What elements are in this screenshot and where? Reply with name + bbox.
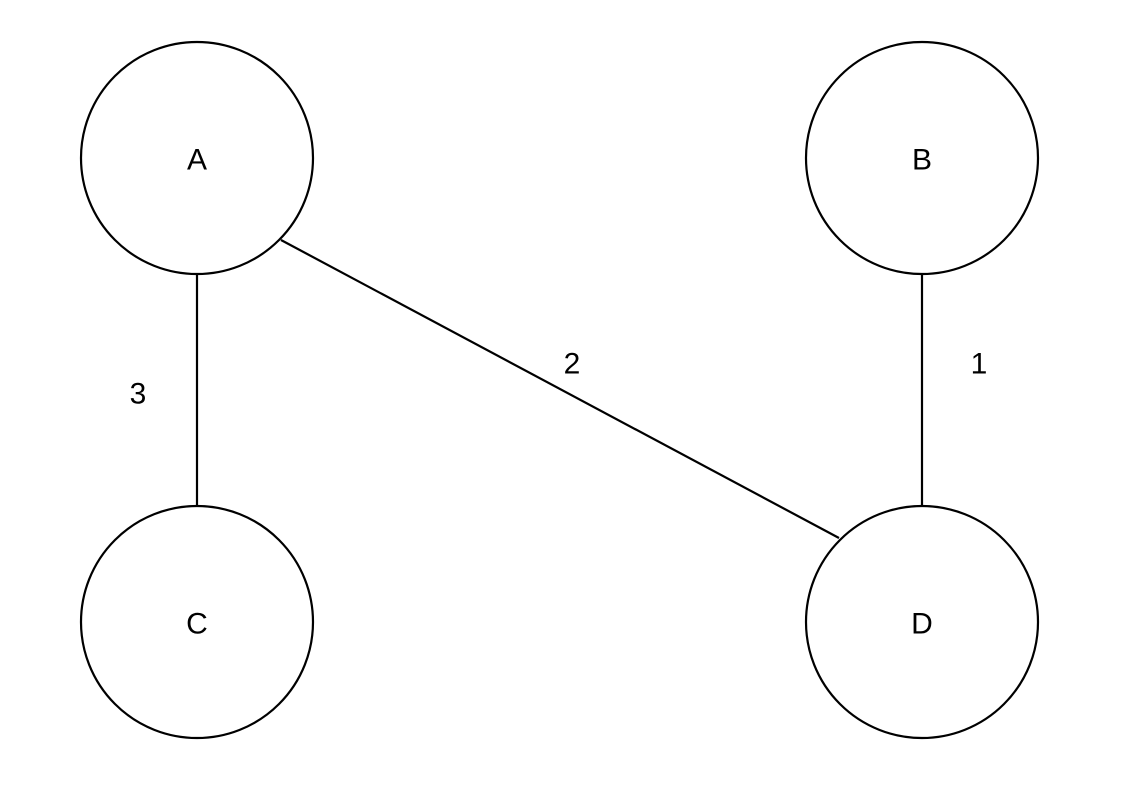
edges-layer (195, 239, 924, 539)
node-d-label: D (911, 608, 933, 641)
node-c-circle (79, 504, 315, 740)
node-b: B (804, 40, 1040, 276)
node-a-label: A (187, 144, 207, 177)
edge-label-a-c: 3 (130, 378, 147, 411)
node-b-label: B (912, 144, 932, 177)
node-d-circle (804, 504, 1040, 740)
node-c: C (79, 504, 315, 740)
node-b-circle (804, 40, 1040, 276)
edge-label-a-d: 2 (564, 348, 581, 381)
edge-labels-layer: 3 2 1 (130, 348, 988, 411)
nodes-layer: A B C D (79, 40, 1040, 740)
node-a: A (79, 40, 315, 276)
node-a-circle (79, 40, 315, 276)
node-d: D (804, 504, 1040, 740)
edge-label-b-d: 1 (971, 348, 988, 381)
node-c-label: C (186, 608, 208, 641)
edge-a-d (280, 239, 840, 539)
